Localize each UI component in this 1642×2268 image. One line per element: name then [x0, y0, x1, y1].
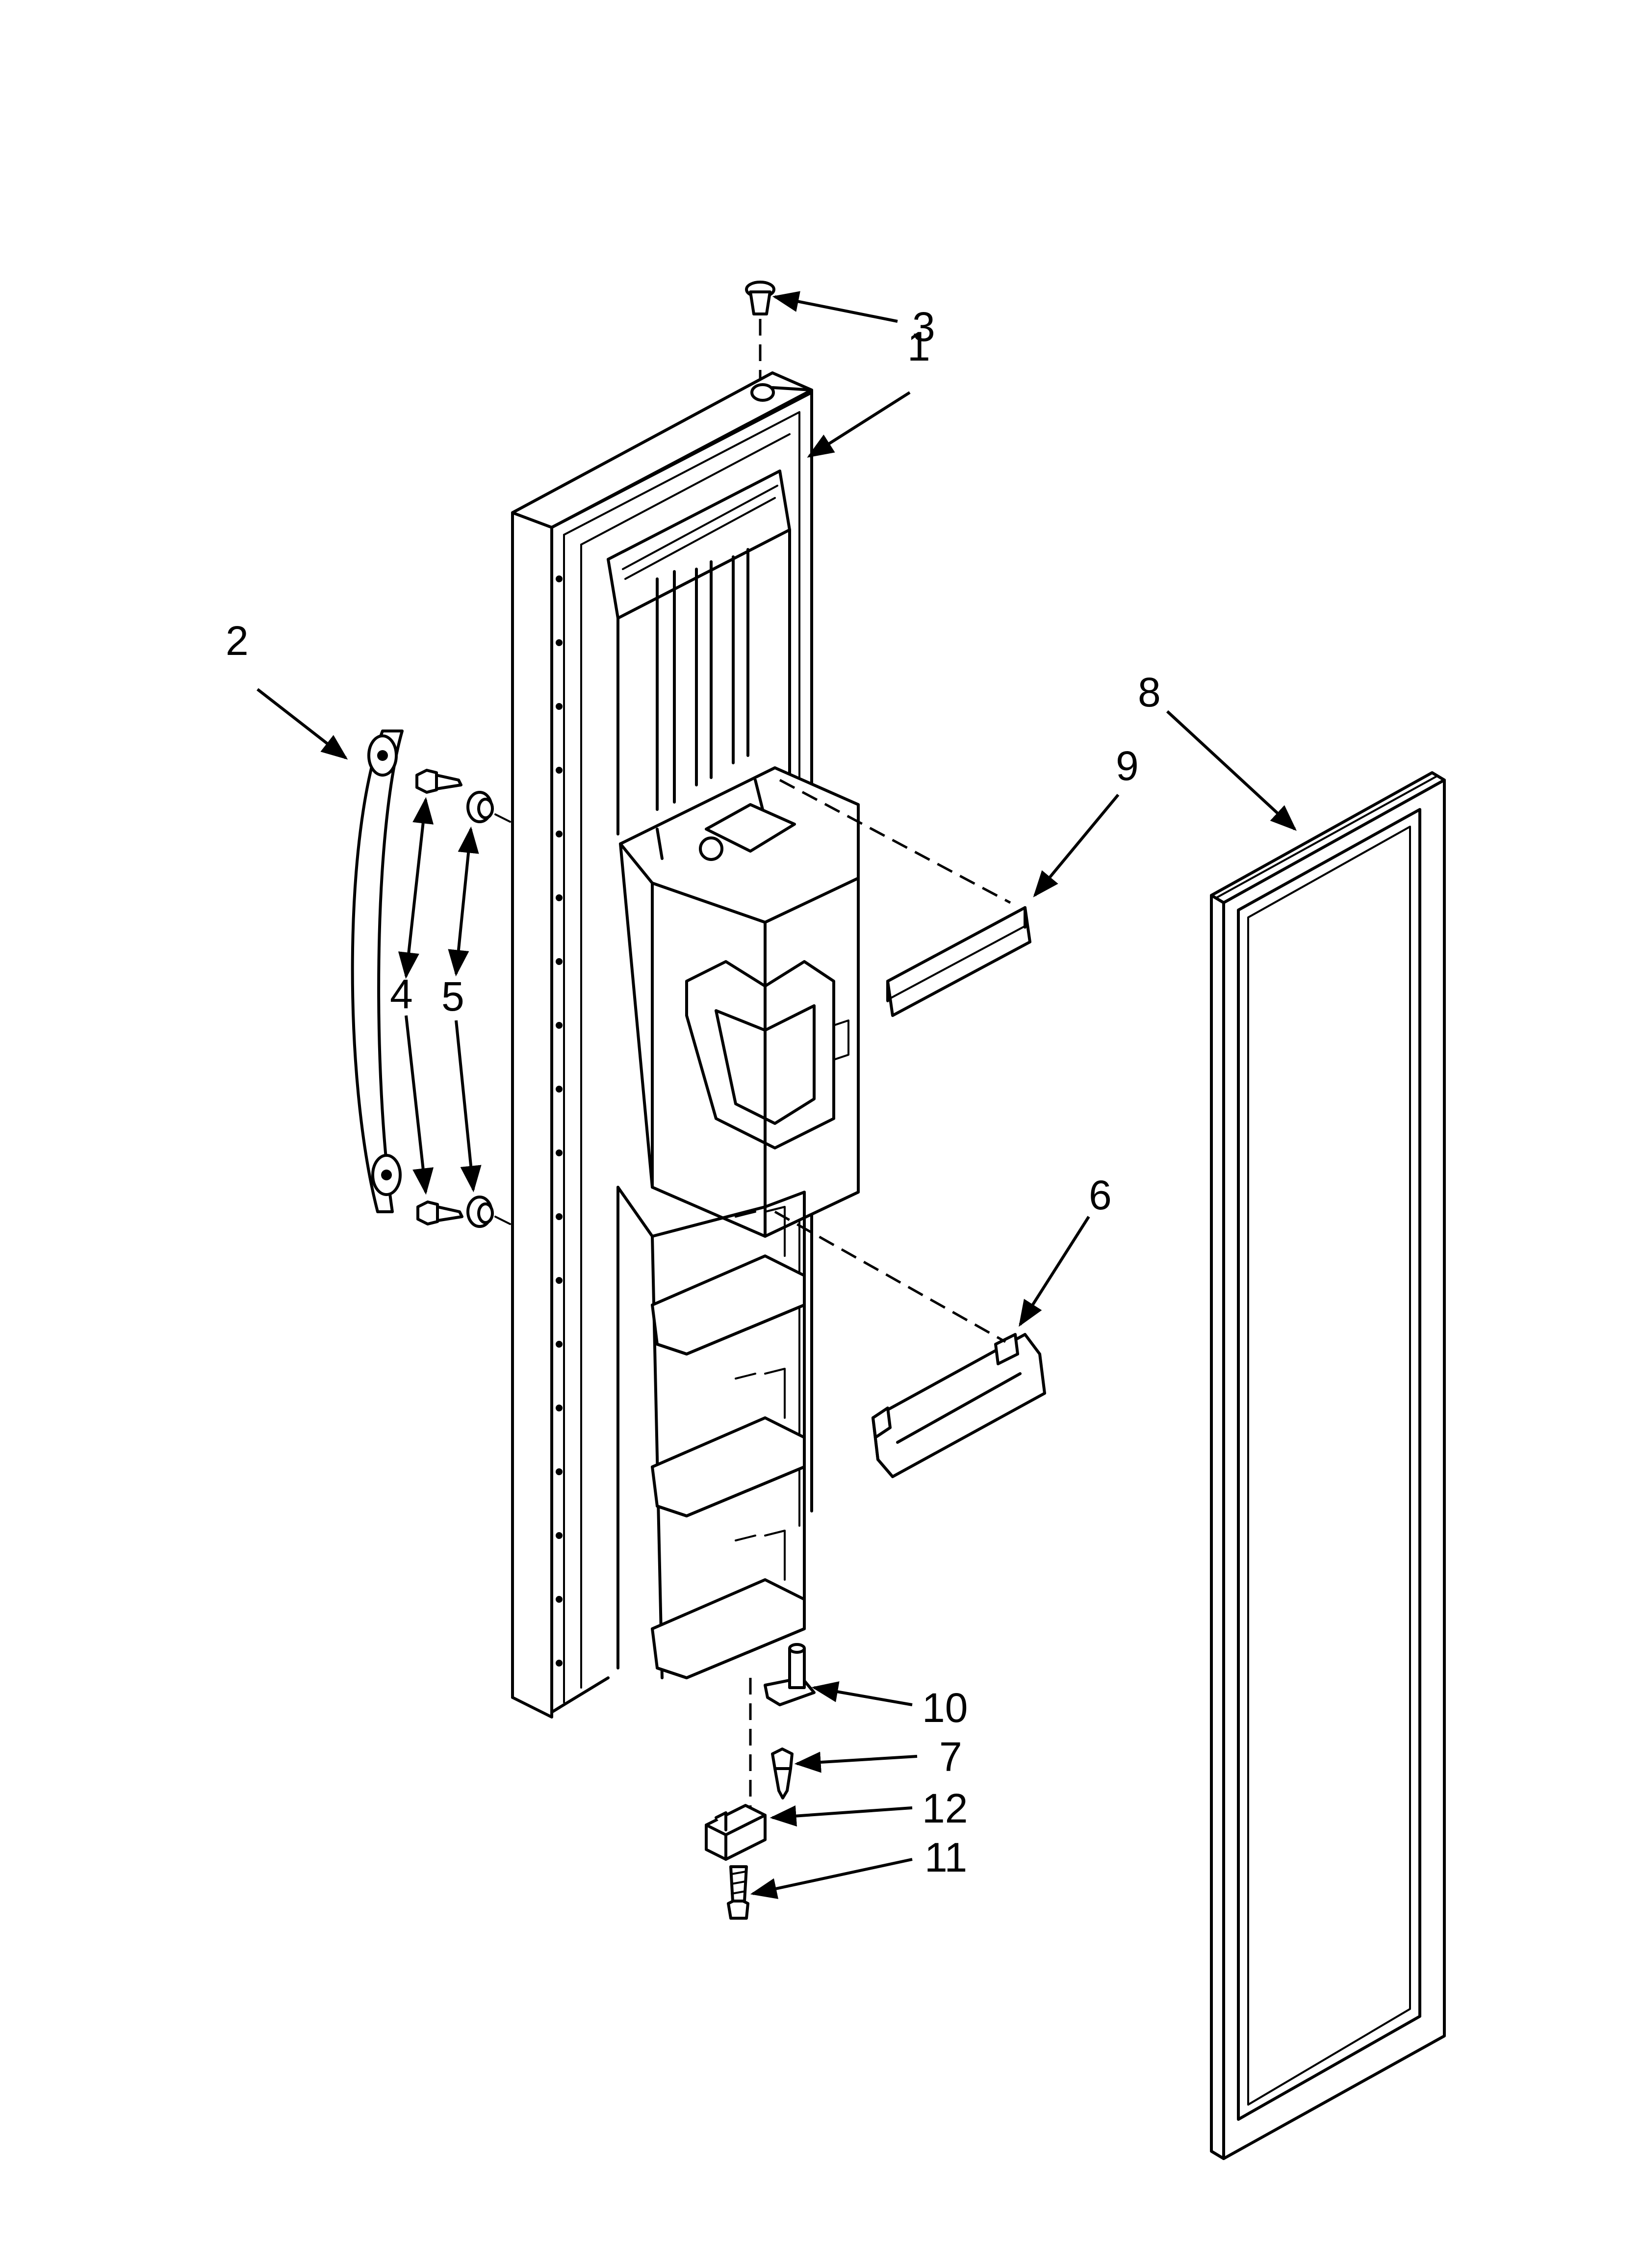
callout-4: 4: [390, 971, 413, 1017]
leader-lines: [257, 291, 1297, 1899]
callout-2: 2: [226, 618, 249, 664]
part-9-trim: [886, 906, 1031, 1017]
door-assembly: [511, 371, 860, 1719]
callout-10: 10: [922, 1685, 968, 1731]
part-10-hinge-pin: [764, 1643, 816, 1706]
part-8-door-gasket: [1210, 771, 1446, 2160]
callout-9: 9: [1116, 743, 1139, 789]
part-2-handle: [351, 730, 404, 1213]
callout-11: 11: [924, 1834, 967, 1880]
part-7-screw: [771, 1747, 794, 1799]
callout-8: 8: [1138, 669, 1161, 715]
part-6-guide-line: [774, 1210, 1006, 1343]
part-12-hinge-bracket: [705, 1804, 767, 1861]
callout-12: 12: [922, 1785, 968, 1831]
part-5-spacers: [466, 791, 494, 1228]
part-11-screw: [727, 1865, 749, 1920]
part-3-plug: [745, 281, 775, 315]
callout-3: 3: [912, 304, 935, 350]
callout-1: 1: [907, 323, 930, 369]
part-9-guide-line: [779, 779, 1011, 904]
callout-5: 5: [441, 973, 464, 1019]
door-gasket-holes: [556, 575, 563, 1667]
handle-guide-lines: [494, 813, 511, 1225]
callout-7: 7: [939, 1734, 962, 1780]
part-4-screws: [415, 769, 463, 1225]
callout-labels: 3 1 2 4 5 8 9 6 10 7 12 11: [226, 304, 1161, 1880]
part-6-door-bin: [872, 1333, 1046, 1478]
callout-6: 6: [1089, 1172, 1112, 1218]
